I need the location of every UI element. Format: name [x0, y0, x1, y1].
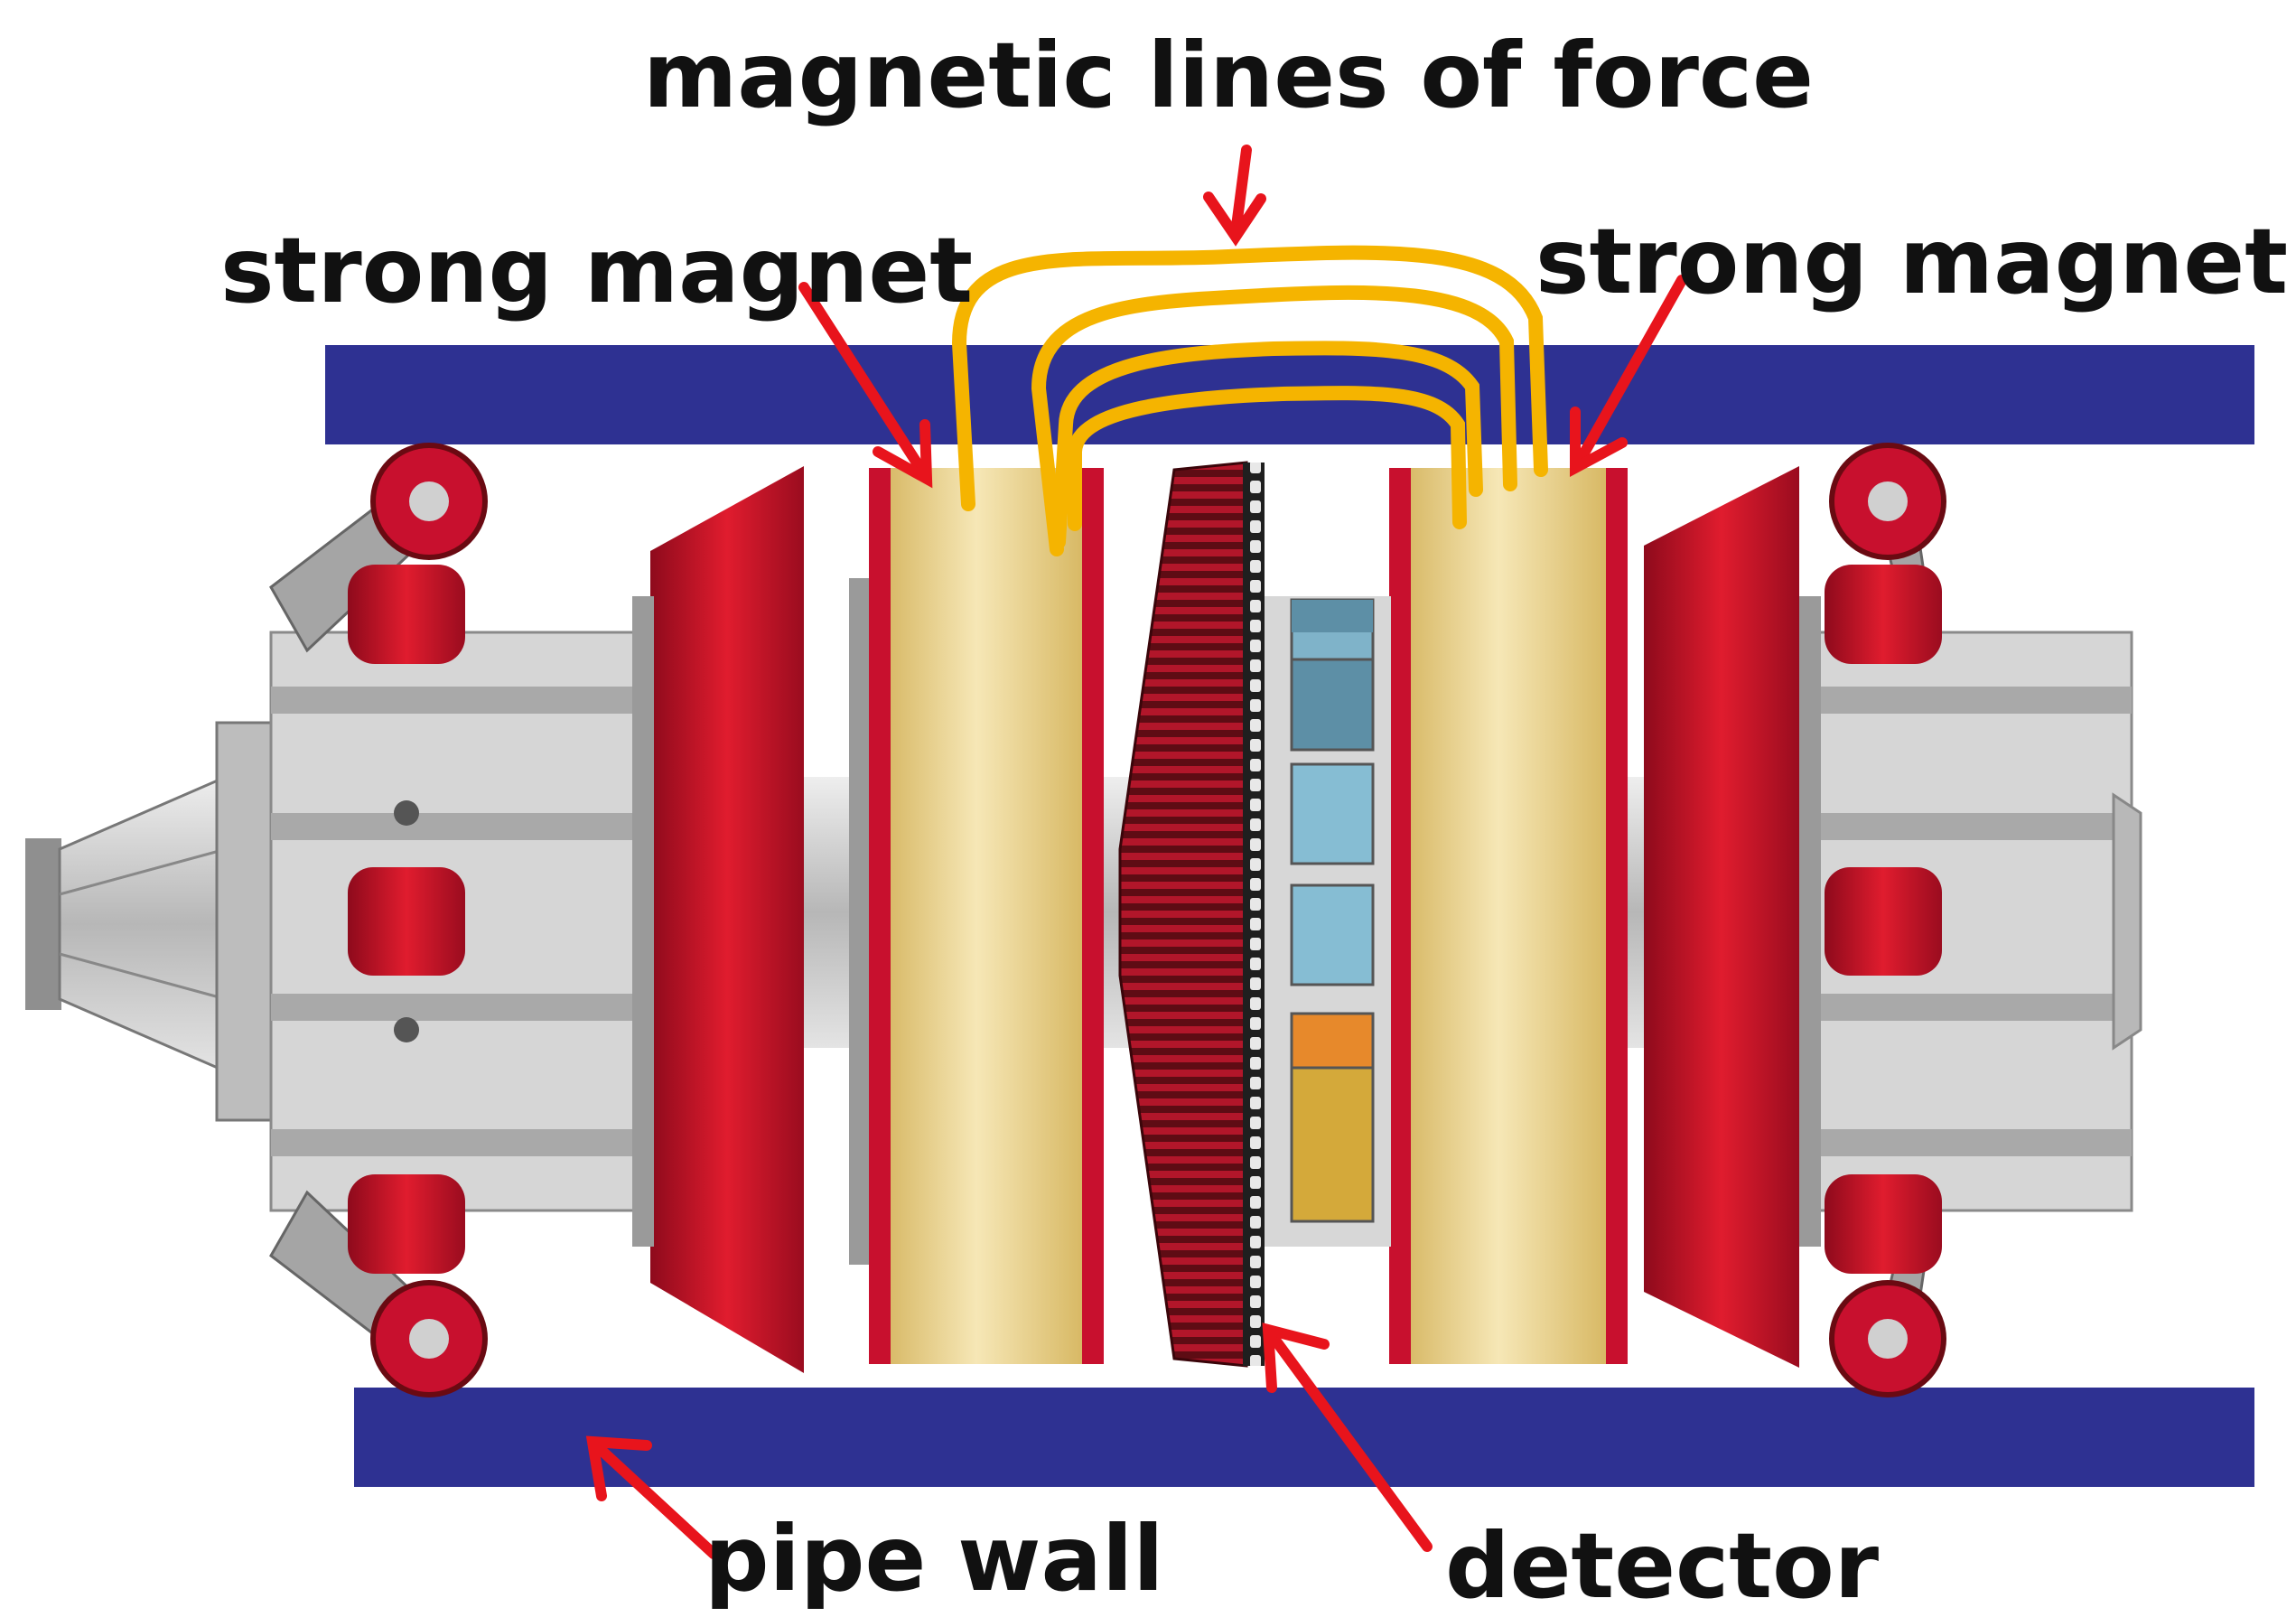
pipe-wall-bottom: [354, 1388, 2254, 1487]
wheel-arm-left: [269, 443, 488, 1397]
annotation-arrows: [585, 145, 1687, 1559]
label-strong-magnet-left: strong magnet: [220, 218, 973, 323]
wheel-arm-right: [1825, 443, 1946, 1397]
magnetic-flux-lines: [951, 245, 1548, 556]
nose-cone: [25, 721, 282, 1122]
arrow-to-magnet-right: [1573, 275, 1687, 468]
strong-magnet-right: [1389, 468, 1628, 1364]
arrow-to-magnet-left: [798, 282, 927, 475]
label-strong-magnet-right: strong magnet: [1535, 209, 2288, 314]
arrow-to-pipe-wall: [591, 1440, 719, 1559]
sensor-modules: [1265, 596, 1391, 1247]
strong-magnet-left: [849, 468, 1104, 1364]
label-pipe-wall: pipe wall: [705, 1506, 1164, 1612]
arrow-to-flux: [1230, 145, 1252, 238]
detector-brush: [1118, 461, 1265, 1368]
cup-left: [650, 466, 804, 1373]
cup-right: [1644, 466, 1799, 1368]
label-detector: detector: [1445, 1513, 1880, 1617]
label-magnetic-lines: magnetic lines of force: [643, 23, 1814, 128]
arrow-to-detector: [1266, 1330, 1433, 1552]
